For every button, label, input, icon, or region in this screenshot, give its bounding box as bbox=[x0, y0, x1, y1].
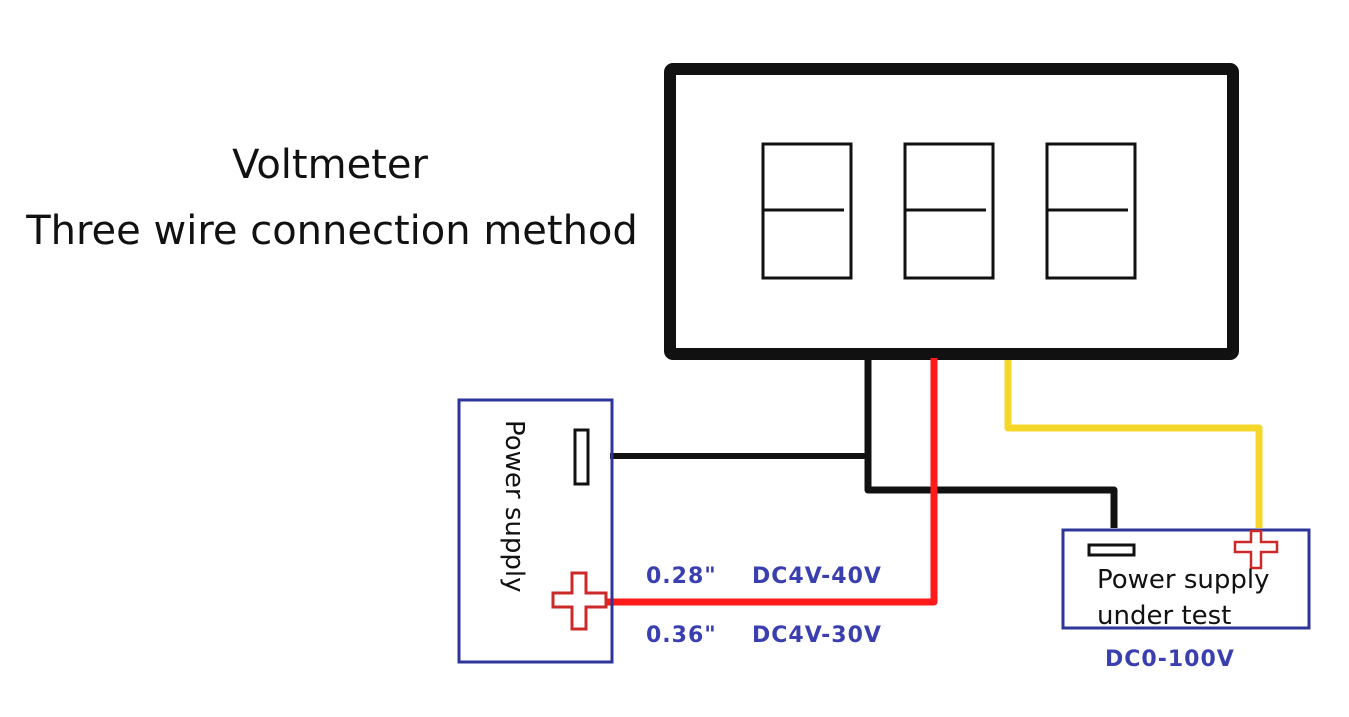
title-line-1: Voltmeter bbox=[232, 142, 428, 188]
digit-2 bbox=[903, 142, 995, 280]
title-line-2: Three wire connection method bbox=[25, 208, 638, 254]
power-under-test-label-1: Power supply bbox=[1097, 565, 1270, 595]
black-wire bbox=[864, 358, 1118, 528]
plus-terminal-icon bbox=[1233, 529, 1279, 570]
yellow-wire bbox=[1004, 360, 1263, 528]
power-under-test-label-2: under test bbox=[1097, 601, 1231, 631]
spec-range-2: DC4V-30V bbox=[752, 623, 882, 648]
minus-terminal-icon bbox=[573, 428, 590, 486]
spec-range-1: DC4V-40V bbox=[752, 564, 882, 589]
digit-1 bbox=[761, 142, 853, 280]
power-supply-label: Power supply bbox=[499, 420, 529, 593]
plus-terminal-icon bbox=[551, 571, 608, 631]
red-wire bbox=[607, 358, 938, 606]
power-under-test-range: DC0-100V bbox=[1105, 647, 1235, 672]
power-supply-box bbox=[457, 398, 614, 664]
spec-size-2: 0.36" bbox=[646, 623, 717, 648]
digit-3 bbox=[1045, 142, 1137, 280]
minus-terminal-icon bbox=[1087, 543, 1136, 557]
spec-size-1: 0.28" bbox=[646, 564, 717, 589]
